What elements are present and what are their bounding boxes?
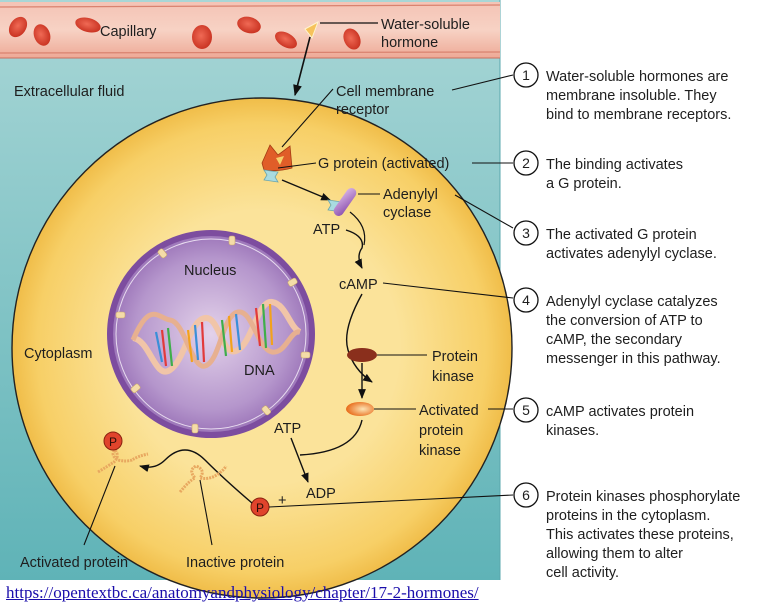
step-number-circle bbox=[513, 220, 539, 246]
step-text: Water-soluble hormones are membrane inso… bbox=[546, 69, 732, 123]
red-blood-cell bbox=[237, 16, 261, 34]
inactive-protein-label: Inactive protein bbox=[186, 555, 284, 571]
adenylyl-cyclase bbox=[333, 187, 357, 217]
red-blood-cells bbox=[8, 16, 361, 50]
red-blood-cell bbox=[33, 24, 51, 46]
capillary-label: Capillary bbox=[100, 24, 157, 40]
step-text: Protein kinases phosphorylate proteins i… bbox=[546, 489, 744, 581]
atp-to-adp-arrow bbox=[290, 437, 309, 483]
nuclear-pore bbox=[130, 383, 141, 393]
dna-label: DNA bbox=[244, 363, 275, 379]
protein-kinase bbox=[347, 348, 377, 362]
step-number: 6 bbox=[522, 487, 530, 503]
step-text: The activated G protein activates adenyl… bbox=[546, 227, 717, 262]
activated-protein-label: Activated protein bbox=[20, 555, 128, 571]
inactive-protein-leader bbox=[199, 479, 213, 546]
activated-protein bbox=[97, 447, 149, 474]
red-blood-cell bbox=[75, 17, 101, 33]
red-blood-cell bbox=[192, 25, 212, 49]
kinase-to-adp-curve bbox=[299, 419, 363, 456]
step-4: 4 Adenylyl cyclase catalyzes the convers… bbox=[513, 287, 722, 367]
step-text: cAMP activates protein kinases. bbox=[546, 404, 698, 439]
atp-to-camp-arrow bbox=[345, 229, 364, 269]
step-2: 2 The binding activates a G protein. bbox=[513, 150, 687, 192]
g-protein-label-leader bbox=[277, 162, 317, 169]
step-3: 3 The activated G protein activates aden… bbox=[513, 220, 717, 262]
activated-protein-leader bbox=[83, 465, 116, 546]
nucleus: Nucleus DNA bbox=[107, 230, 315, 438]
step-1: 1 Water-soluble hormones are membrane in… bbox=[513, 62, 732, 123]
step-number: 2 bbox=[522, 155, 530, 171]
step-number: 3 bbox=[522, 225, 530, 241]
step-6-leader bbox=[268, 494, 514, 508]
step-6: 6 Protein kinases phosphorylate proteins… bbox=[513, 482, 744, 581]
phosphate-group-attached: P bbox=[103, 431, 123, 451]
water-soluble-hormone-label: Water-soluble hormone bbox=[381, 17, 474, 51]
nuclear-pore bbox=[261, 405, 271, 416]
nuclear-pores bbox=[115, 235, 311, 434]
step-text: Adenylyl cyclase catalyzes the conversio… bbox=[546, 294, 722, 367]
nuclear-pore bbox=[300, 351, 311, 359]
g-protein-to-cyclase-arrow bbox=[281, 179, 331, 201]
dna-helix bbox=[130, 299, 302, 375]
activated-protein-kinase-label: Activated protein kinase bbox=[419, 403, 483, 459]
phosphate-transfer-curve bbox=[139, 449, 253, 504]
plus-sign: + bbox=[278, 493, 286, 509]
step-3-leader bbox=[454, 194, 514, 229]
extracellular-fluid-label: Extracellular fluid bbox=[14, 84, 124, 100]
source-link[interactable]: https://opentextbc.ca/anatomyandphysiolo… bbox=[6, 583, 479, 602]
nuclear-pore bbox=[287, 277, 298, 287]
hormone-movement-arrow bbox=[293, 36, 311, 97]
phosphate-group-free: P bbox=[250, 497, 270, 517]
red-blood-cell bbox=[8, 16, 28, 38]
step-number: 1 bbox=[522, 67, 530, 83]
phosphate-label-attached: P bbox=[109, 435, 117, 449]
red-blood-cell bbox=[275, 31, 297, 49]
g-protein bbox=[263, 169, 279, 183]
activated-protein-kinase bbox=[346, 402, 374, 416]
step-number-circle bbox=[513, 150, 539, 176]
nucleus-label: Nucleus bbox=[184, 263, 236, 279]
step-4-leader bbox=[382, 282, 514, 299]
camp-label: cAMP bbox=[339, 277, 378, 293]
atp-label-bottom: ATP bbox=[274, 421, 301, 437]
capillary: Capillary bbox=[0, 2, 501, 59]
nuclear-pore bbox=[115, 311, 126, 319]
cell-membrane-receptor-label: Cell membrane receptor bbox=[336, 84, 438, 118]
step-number: 4 bbox=[522, 292, 530, 308]
g-protein-label: G protein (activated) bbox=[318, 156, 449, 172]
nuclear-pore bbox=[228, 235, 236, 246]
step-number-circle bbox=[513, 287, 539, 313]
step-5: 5 cAMP activates protein kinases. bbox=[513, 397, 698, 439]
step-1-leader bbox=[451, 74, 514, 91]
adp-label: ADP bbox=[306, 486, 336, 502]
protein-kinase-label: Protein kinase bbox=[432, 349, 482, 385]
step-number-circle bbox=[513, 62, 539, 88]
cytoplasm-label: Cytoplasm bbox=[24, 346, 93, 362]
step-number-circle bbox=[513, 482, 539, 508]
nuclear-pore bbox=[191, 423, 199, 434]
atp-label-top: ATP bbox=[313, 222, 340, 238]
hormone-triangle-capillary bbox=[304, 20, 319, 40]
step-number: 5 bbox=[522, 402, 530, 418]
adenylyl-cyclase-label: Adenylyl cyclase bbox=[383, 187, 442, 221]
cyclase-catalysis-curve bbox=[349, 211, 366, 246]
receptor-label-leader bbox=[281, 88, 334, 148]
phosphate-label-free: P bbox=[256, 501, 264, 515]
step-text: The binding activates a G protein. bbox=[546, 157, 687, 192]
step-number-circle bbox=[513, 397, 539, 423]
step-leaders bbox=[268, 74, 514, 508]
inactive-protein bbox=[178, 464, 228, 493]
red-blood-cell bbox=[343, 28, 361, 50]
nuclear-pore bbox=[157, 248, 167, 259]
